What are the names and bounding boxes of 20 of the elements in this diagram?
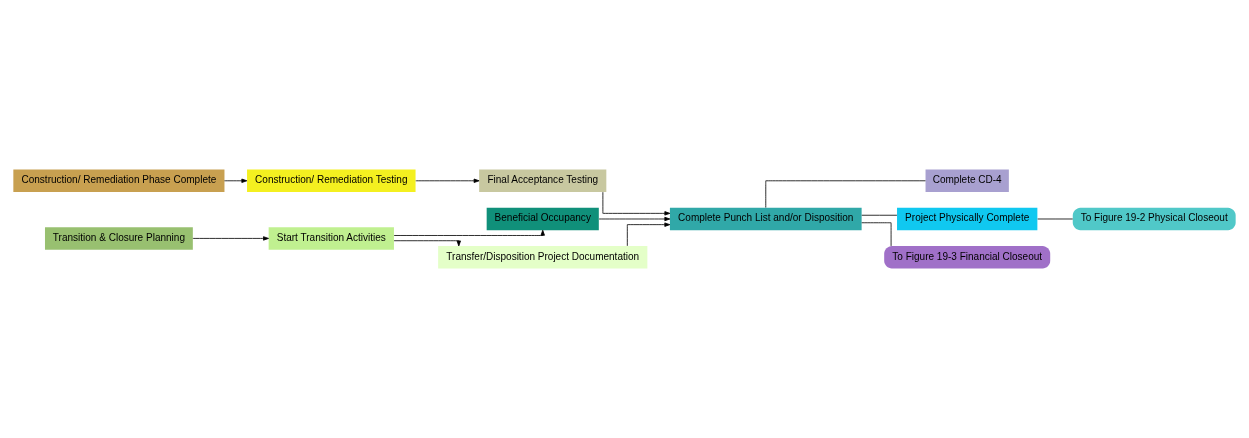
arrow (393, 229, 545, 236)
arrow (224, 178, 248, 183)
arrow (602, 191, 671, 216)
node-box: Final Acceptance Testing (479, 169, 607, 193)
arrow (626, 222, 671, 247)
node-box: Beneficial Occupancy (486, 207, 599, 231)
node-box: Complete CD-4 (925, 169, 1009, 193)
node-box: Complete Punch List and/or Disposition (669, 207, 862, 231)
node-box: Construction/ Remediation Testing (247, 169, 416, 193)
node-box: To Figure 19-3 Financial Closeout (884, 245, 1051, 269)
node-box: Transition & Closure Planning (45, 227, 193, 250)
node-box: Construction/ Remediation Phase Complete (13, 169, 225, 193)
node-box: Transfer/Disposition Project Documentation (438, 245, 648, 269)
arrow (598, 216, 671, 222)
arrow (415, 178, 480, 183)
arrow (192, 236, 269, 241)
node-box: To Figure 19-2 Physical Closeout (1072, 207, 1236, 231)
node-box: Start Transition Activities (268, 227, 394, 250)
node-box: Project Physically Complete (897, 207, 1038, 231)
arrow (393, 240, 461, 247)
